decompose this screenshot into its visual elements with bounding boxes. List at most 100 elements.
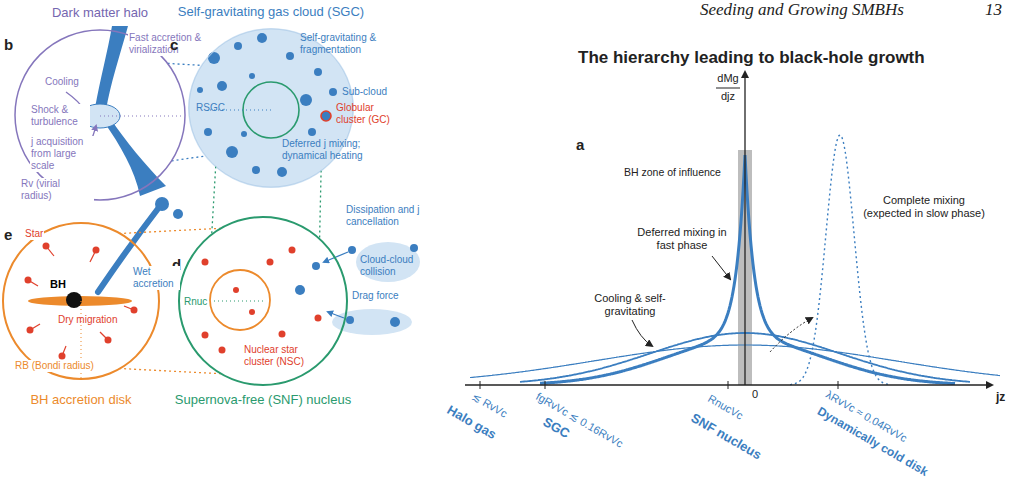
annotation: Deferred mixing in fast phase <box>636 226 728 252</box>
drawing-part <box>197 87 203 93</box>
zoom-line <box>320 171 322 239</box>
bondi-circle: BH accretion disk <box>2 222 160 380</box>
mixing-arrow <box>770 318 812 352</box>
drawing-part <box>838 381 839 389</box>
drawing-part <box>279 331 286 338</box>
zoom-connector <box>120 228 221 373</box>
drawing-part <box>329 88 337 96</box>
drawing-part <box>728 381 729 389</box>
halo-curve <box>470 345 1000 378</box>
panel-heading: Dark matter halo <box>0 5 206 21</box>
radius-label: Rv (virial radius) <box>20 178 94 202</box>
tick-label: 0 <box>752 388 758 401</box>
ticks <box>480 381 838 389</box>
drawing-part <box>308 128 316 136</box>
sub-cloud <box>155 197 169 211</box>
sub-cloud <box>173 209 183 219</box>
bondi-outline <box>210 270 270 330</box>
annotation: Drag force <box>352 290 399 302</box>
colliding-cloud <box>356 242 420 282</box>
drawing-part <box>241 131 247 137</box>
drawing-part <box>410 244 418 252</box>
page-number: 13 <box>985 0 1002 20</box>
drawing-part <box>202 259 209 266</box>
zoom-line <box>120 228 221 233</box>
radius-line <box>100 116 184 117</box>
running-head: Seeding and Growing SMBHs <box>700 0 904 20</box>
black-hole <box>66 292 82 308</box>
drawing-part <box>312 262 320 270</box>
panel-letter: a <box>576 136 584 154</box>
drawing-part <box>314 68 322 76</box>
figure-title: The hierarchy leading to black-hole grow… <box>578 48 925 68</box>
annotation: Self-gravitating & fragmentation <box>300 32 392 56</box>
annotation: Cooling & self-gravitating <box>580 292 680 318</box>
drawing-part <box>208 52 220 64</box>
drawing-part <box>249 309 255 315</box>
drawing-part <box>390 317 400 327</box>
annotation: Cooling <box>44 76 80 88</box>
pointer-arrow <box>632 320 652 346</box>
drawing-part <box>233 287 239 293</box>
panel-heading: Self-gravitating gas cloud (SGC) <box>164 4 378 20</box>
drawing-part <box>346 316 354 324</box>
annotation: Dissipation and j cancellation <box>346 204 428 228</box>
drawing-part <box>226 146 238 158</box>
scale-name: SNF nucleus <box>688 410 764 463</box>
drawing-part <box>289 247 296 254</box>
fraction-bar <box>716 88 740 89</box>
annotation: Shock & turbulence <box>30 104 90 128</box>
drawing-part <box>93 247 100 254</box>
drawing-part <box>348 246 356 254</box>
drawing-part <box>234 42 242 50</box>
annotation: BH zone of influence <box>624 166 721 179</box>
radius-label: RSGC <box>196 102 225 114</box>
nucleus-curve <box>540 155 955 384</box>
annotation: Deferred j mixing; dynamical heating <box>282 138 386 162</box>
drawing-part <box>257 33 267 43</box>
zoom-line <box>120 369 221 374</box>
annotation: Globular cluster (GC) <box>336 102 402 126</box>
drawing-part <box>315 315 322 322</box>
sub-clouds <box>295 244 418 327</box>
annotation: Complete mixing (expected in slow phase) <box>858 194 990 220</box>
axis-label: djz <box>714 90 742 103</box>
filament <box>95 26 128 110</box>
pointer-arrow <box>712 256 730 279</box>
drawing-part <box>105 337 112 344</box>
axis-label: dMg <box>714 72 742 85</box>
cold-disk-curve <box>790 135 890 385</box>
annotation: Wet accretion <box>132 266 180 290</box>
drawing-part <box>43 243 50 250</box>
drawing-part <box>267 259 274 266</box>
panel-heading: BH accretion disk <box>0 392 170 408</box>
distribution-plot <box>465 72 1000 389</box>
annotation: BH <box>50 278 66 291</box>
nucleus-illustration <box>202 242 421 354</box>
outline <box>179 217 347 385</box>
radius-label: RB (Bondi radius) <box>14 360 95 372</box>
drawing-part <box>252 166 260 174</box>
drawing-part <box>295 285 305 295</box>
annotation: Dry migration <box>58 314 117 326</box>
radius-line <box>212 301 263 302</box>
y-axis <box>744 72 745 385</box>
annotation: Star <box>24 228 44 240</box>
axis-label: jz <box>996 390 1005 404</box>
annotation: Sub-cloud <box>342 86 387 98</box>
drawing-part <box>249 73 255 79</box>
drawing-part <box>59 353 66 360</box>
panel-letter: c <box>170 36 178 54</box>
drawing-part <box>202 332 209 339</box>
zoom-line <box>168 63 202 65</box>
zoom-line <box>172 156 206 161</box>
drawing-part <box>204 128 212 136</box>
annotation: j acquisition from large scale <box>30 136 96 172</box>
drawing-part <box>27 327 34 334</box>
annotation: Fast accretion & virialization <box>128 32 208 56</box>
stars <box>202 247 322 354</box>
filament <box>104 118 166 196</box>
annotation: Nuclear star cluster (NSC) <box>244 344 320 368</box>
drawing-part <box>286 52 294 60</box>
